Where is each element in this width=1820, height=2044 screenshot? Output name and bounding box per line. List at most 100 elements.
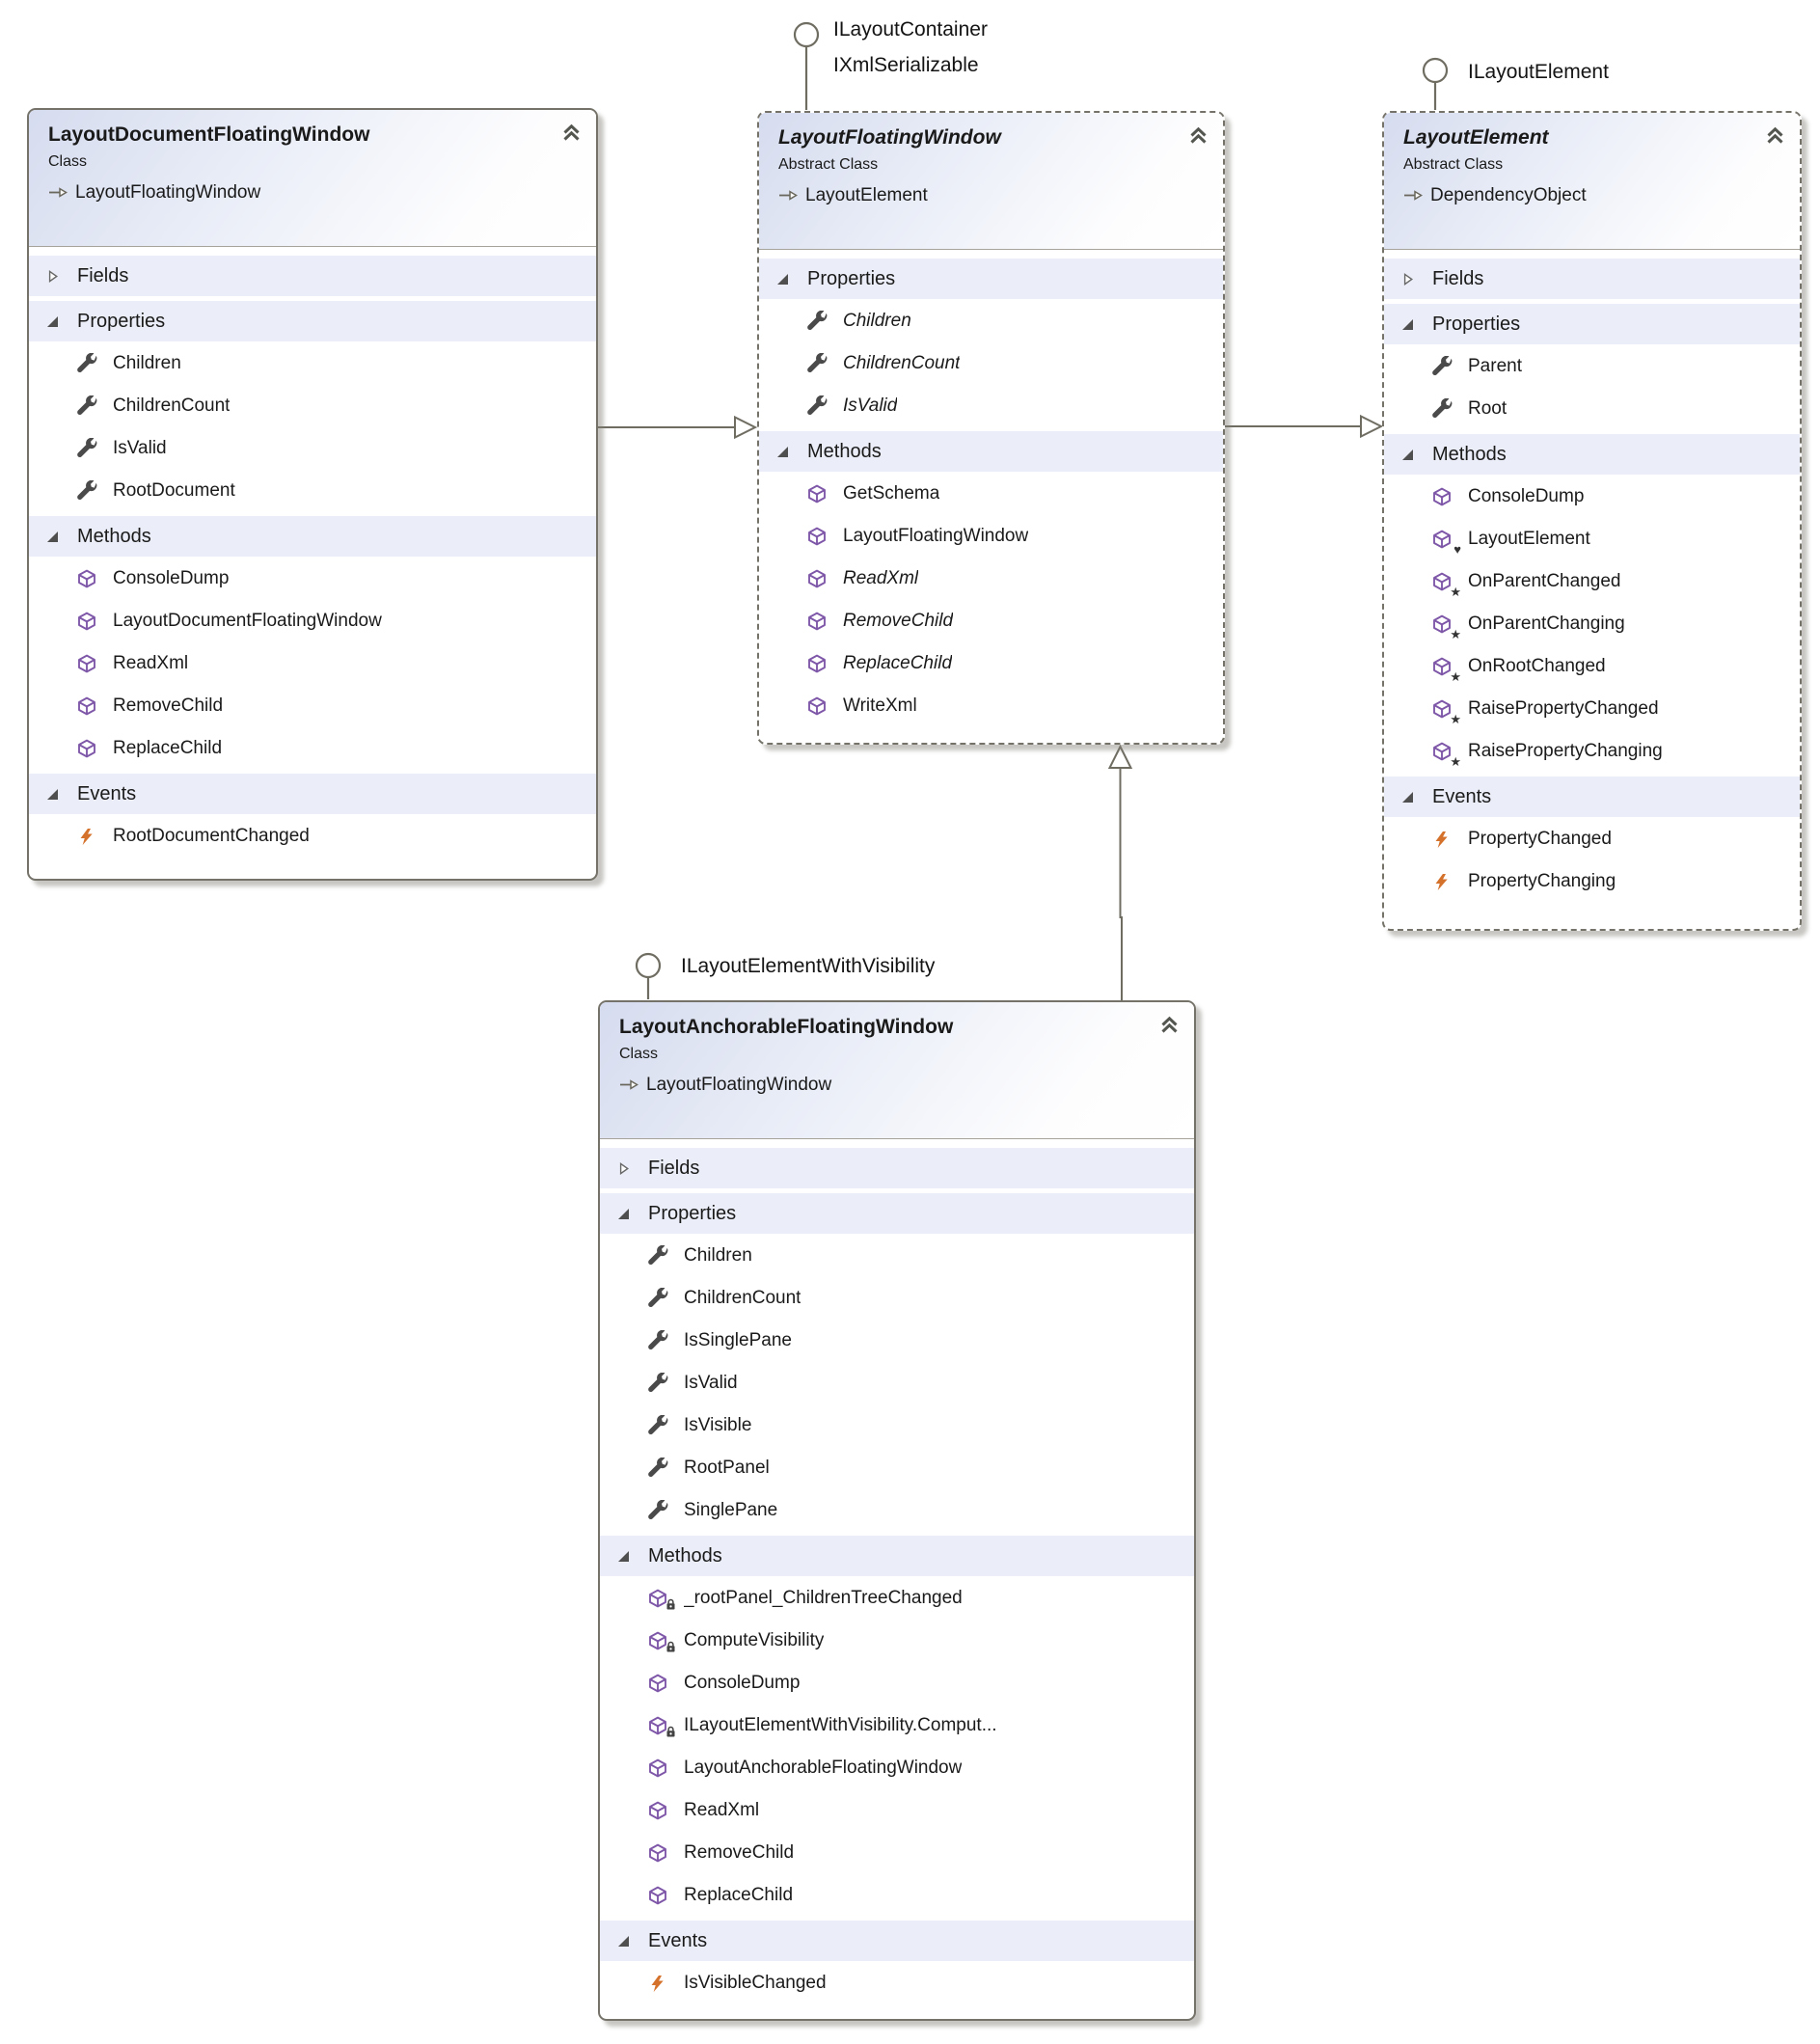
expander-expanded-icon[interactable] xyxy=(774,445,790,459)
expander-collapsed-icon[interactable] xyxy=(1399,272,1415,286)
class-box-layout-document-floating-window[interactable]: LayoutDocumentFloatingWindow Class Layou… xyxy=(27,108,598,881)
collapse-chevron-icon[interactable] xyxy=(1764,125,1786,147)
class-box-layout-element[interactable]: LayoutElement Abstract Class DependencyO… xyxy=(1382,111,1802,931)
collapse-chevron-icon[interactable] xyxy=(1187,125,1209,147)
member-row[interactable]: ReplaceChild xyxy=(600,1875,1194,1916)
member-row[interactable]: Parent xyxy=(1384,346,1800,387)
member-row[interactable]: Root xyxy=(1384,389,1800,429)
member-row[interactable]: Children xyxy=(29,343,596,384)
member-row[interactable]: _rootPanel_ChildrenTreeChanged xyxy=(600,1578,1194,1619)
member-row[interactable]: GetSchema xyxy=(759,474,1223,514)
interface-label-ilayoutcontainer[interactable]: ILayoutContainer IXmlSerializable xyxy=(833,12,988,83)
inheritance-arrow-bottom-to-middle[interactable] xyxy=(1107,744,1133,1000)
section-header-events[interactable]: Events xyxy=(29,774,596,814)
collapse-chevron-icon[interactable] xyxy=(1158,1015,1181,1036)
member-row[interactable]: IsValid xyxy=(759,386,1223,426)
expander-expanded-icon[interactable] xyxy=(44,787,60,802)
method-cube-icon: ★ xyxy=(1428,657,1461,683)
member-row[interactable]: LayoutFloatingWindow xyxy=(759,516,1223,557)
member-row[interactable]: ★OnParentChanging xyxy=(1384,604,1800,644)
inheritance-arrow-left-to-middle[interactable] xyxy=(598,415,758,440)
member-row[interactable]: ReplaceChild xyxy=(759,643,1223,684)
member-row[interactable]: ★RaisePropertyChanging xyxy=(1384,731,1800,772)
member-row[interactable]: Children xyxy=(600,1236,1194,1276)
member-row[interactable]: RemoveChild xyxy=(759,601,1223,641)
member-row[interactable]: ★OnRootChanged xyxy=(1384,646,1800,687)
method-cube-icon: ★ xyxy=(1428,614,1461,640)
interface-label-ilayoutelementwithvisibility[interactable]: ILayoutElementWithVisibility xyxy=(681,948,935,984)
class-header[interactable]: LayoutDocumentFloatingWindow Class Layou… xyxy=(29,110,596,247)
interface-lollipop-right[interactable] xyxy=(1422,57,1449,110)
section-header-methods[interactable]: Methods xyxy=(759,431,1223,472)
member-row[interactable]: ★RaisePropertyChanged xyxy=(1384,689,1800,729)
member-row[interactable]: PropertyChanging xyxy=(1384,861,1800,902)
member-row[interactable]: WriteXml xyxy=(759,686,1223,726)
member-row[interactable]: RootPanel xyxy=(600,1448,1194,1488)
member-row[interactable]: IsSinglePane xyxy=(600,1321,1194,1361)
section-header-properties[interactable]: Properties xyxy=(759,259,1223,299)
class-box-layout-floating-window[interactable]: LayoutFloatingWindow Abstract Class Layo… xyxy=(757,111,1225,745)
member-row[interactable]: ILayoutElementWithVisibility.Comput... xyxy=(600,1705,1194,1746)
protected-star-icon: ★ xyxy=(1450,627,1461,641)
member-row[interactable]: RootDocumentChanged xyxy=(29,816,596,857)
member-row[interactable]: RootDocument xyxy=(29,471,596,511)
member-row[interactable]: RemoveChild xyxy=(600,1833,1194,1873)
member-row[interactable]: ReadXml xyxy=(29,643,596,684)
section-header-methods[interactable]: Methods xyxy=(29,516,596,557)
member-row[interactable]: LayoutAnchorableFloatingWindow xyxy=(600,1748,1194,1788)
member-row[interactable]: ChildrenCount xyxy=(759,343,1223,384)
method-cube-icon xyxy=(73,569,99,588)
member-row[interactable]: IsValid xyxy=(29,428,596,469)
expander-expanded-icon[interactable] xyxy=(44,530,60,544)
section-header-fields[interactable]: Fields xyxy=(600,1148,1194,1188)
section-header-events[interactable]: Events xyxy=(1384,777,1800,817)
member-row[interactable]: SinglePane xyxy=(600,1490,1194,1531)
member-row[interactable]: IsValid xyxy=(600,1363,1194,1404)
class-box-layout-anchorable-floating-window[interactable]: LayoutAnchorableFloatingWindow Class Lay… xyxy=(598,1000,1196,2021)
member-row[interactable]: ♥LayoutElement xyxy=(1384,519,1800,559)
member-row[interactable]: ChildrenCount xyxy=(29,386,596,426)
member-row[interactable]: IsVisibleChanged xyxy=(600,1963,1194,2003)
section-header-properties[interactable]: Properties xyxy=(29,301,596,341)
section-header-events[interactable]: Events xyxy=(600,1921,1194,1961)
expander-expanded-icon[interactable] xyxy=(615,1549,631,1564)
member-row[interactable]: IsVisible xyxy=(600,1405,1194,1446)
section-header-fields[interactable]: Fields xyxy=(1384,259,1800,299)
expander-expanded-icon[interactable] xyxy=(1399,317,1415,332)
expander-expanded-icon[interactable] xyxy=(615,1934,631,1949)
expander-expanded-icon[interactable] xyxy=(615,1207,631,1221)
expander-expanded-icon[interactable] xyxy=(44,314,60,329)
member-row[interactable]: ReadXml xyxy=(600,1790,1194,1831)
inheritance-arrow-middle-to-right[interactable] xyxy=(1225,414,1384,439)
member-row[interactable]: Children xyxy=(759,301,1223,341)
member-row[interactable]: ConsoleDump xyxy=(600,1663,1194,1703)
expander-expanded-icon[interactable] xyxy=(1399,790,1415,804)
class-header[interactable]: LayoutFloatingWindow Abstract Class Layo… xyxy=(759,113,1223,250)
expander-collapsed-icon[interactable] xyxy=(44,269,60,284)
expander-expanded-icon[interactable] xyxy=(774,272,790,286)
interface-label-ilayoutelement[interactable]: ILayoutElement xyxy=(1468,54,1609,90)
interface-lollipop-bottom[interactable] xyxy=(635,952,662,999)
expander-collapsed-icon[interactable] xyxy=(615,1161,631,1176)
class-header[interactable]: LayoutElement Abstract Class DependencyO… xyxy=(1384,113,1800,250)
member-row[interactable]: ConsoleDump xyxy=(1384,477,1800,517)
member-row[interactable]: ReadXml xyxy=(759,559,1223,599)
member-row[interactable]: ComputeVisibility xyxy=(600,1621,1194,1661)
member-row[interactable]: ReplaceChild xyxy=(29,728,596,769)
interface-lollipop-middle[interactable] xyxy=(793,21,820,110)
member-row[interactable]: RemoveChild xyxy=(29,686,596,726)
member-row[interactable]: ConsoleDump xyxy=(29,559,596,599)
section-header-methods[interactable]: Methods xyxy=(600,1536,1194,1576)
section-header-fields[interactable]: Fields xyxy=(29,256,596,296)
member-row[interactable]: ChildrenCount xyxy=(600,1278,1194,1319)
section-header-methods[interactable]: Methods xyxy=(1384,434,1800,475)
collapse-chevron-icon[interactable] xyxy=(560,123,583,144)
section-header-properties[interactable]: Properties xyxy=(1384,304,1800,344)
interface-name: ILayoutElement xyxy=(1468,61,1609,83)
class-header[interactable]: LayoutAnchorableFloatingWindow Class Lay… xyxy=(600,1002,1194,1139)
expander-expanded-icon[interactable] xyxy=(1399,448,1415,462)
member-row[interactable]: LayoutDocumentFloatingWindow xyxy=(29,601,596,641)
member-row[interactable]: PropertyChanged xyxy=(1384,819,1800,859)
member-row[interactable]: ★OnParentChanged xyxy=(1384,561,1800,602)
section-header-properties[interactable]: Properties xyxy=(600,1193,1194,1234)
